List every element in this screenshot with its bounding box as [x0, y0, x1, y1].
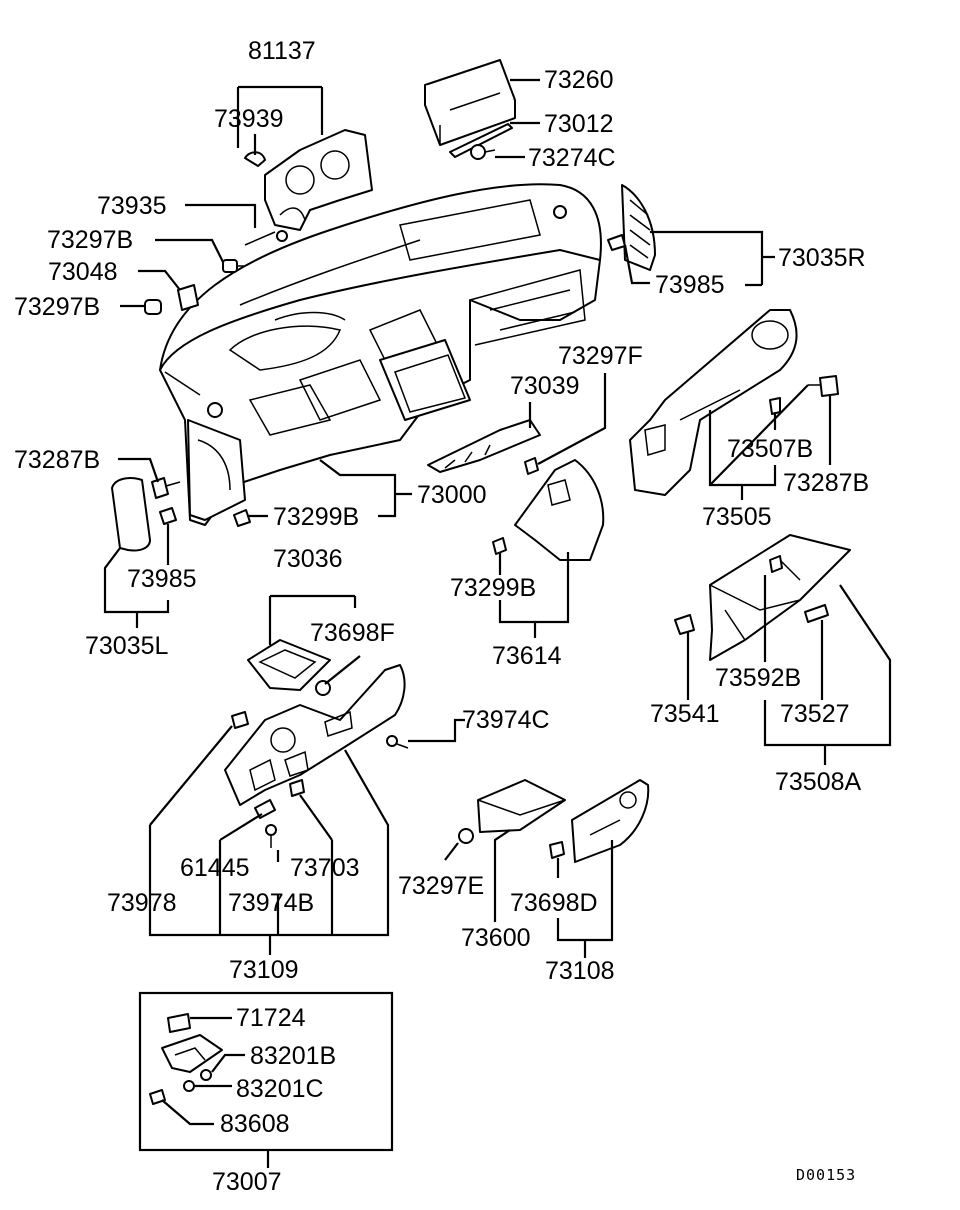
side-cover-left-drawing: [111, 477, 151, 552]
clip-73297E-drawing: [458, 828, 474, 844]
label-73974C: 73974C: [462, 706, 550, 734]
instrument-panel-drawing: [159, 183, 602, 526]
bolt-73274C-drawing: [470, 144, 496, 160]
label-83201C: 83201C: [236, 1075, 324, 1103]
label-73592B: 73592B: [715, 664, 801, 692]
label-73600: 73600: [461, 924, 531, 952]
leader-lines: [103, 78, 892, 1168]
bracket-73012-drawing: [449, 123, 513, 158]
label-73287B-right: 73287B: [783, 469, 869, 497]
screw-73935-drawing: [244, 230, 288, 246]
clip-73299B-drawing-b: [492, 537, 507, 555]
label-73274C: 73274C: [528, 144, 616, 172]
label-73035R: 73035R: [778, 244, 866, 272]
clip-73048-drawing: [177, 284, 199, 311]
label-73703: 73703: [290, 854, 360, 882]
clip-73978-drawing: [231, 711, 249, 729]
label-73039: 73039: [510, 372, 580, 400]
screw-73287B-drawing-b: [808, 375, 839, 397]
label-73935: 73935: [97, 192, 167, 220]
label-73000: 73000: [417, 481, 487, 509]
label-61445: 61445: [180, 854, 250, 882]
label-73299B-center: 73299B: [450, 574, 536, 602]
knee-airbag-drawing: [477, 779, 566, 833]
label-83608: 83608: [220, 1110, 290, 1138]
diagram-code: D00153: [796, 1166, 856, 1184]
screw-73287B-drawing-a: [151, 477, 181, 499]
label-73287B-left: 73287B: [14, 446, 100, 474]
screw-73592B-drawing: [769, 555, 783, 573]
label-73036: 73036: [273, 545, 343, 573]
label-73974B: 73974B: [228, 889, 314, 917]
label-73297B-left: 73297B: [14, 293, 100, 321]
label-73035L: 73035L: [85, 632, 169, 660]
clip-73299B-drawing-a: [233, 509, 251, 527]
label-73985-left: 73985: [127, 565, 197, 593]
label-73978: 73978: [107, 889, 177, 917]
lower-panel-left-drawing: [224, 664, 406, 806]
clip-61445-drawing: [254, 799, 276, 819]
clip-73939-drawing: [244, 151, 266, 167]
label-81137: 81137: [248, 37, 316, 65]
label-73109: 73109: [229, 956, 299, 984]
latch-73527-drawing: [804, 604, 829, 623]
stopper-73541-drawing: [674, 614, 695, 635]
inset-box-73007: [138, 991, 394, 1152]
clip-73297B-drawing-a: [222, 259, 244, 273]
lower-panel-right-drawing: [629, 309, 798, 496]
screw-73297F-drawing: [524, 457, 539, 475]
label-73297E: 73297E: [398, 872, 484, 900]
center-cover-drawing: [514, 459, 605, 561]
clip-73507B-drawing: [769, 397, 781, 415]
airbag-module-drawing: [424, 59, 516, 146]
label-73108: 73108: [545, 957, 615, 985]
label-73012: 73012: [544, 110, 614, 138]
screw-73974B-drawing: [265, 824, 277, 848]
bracket-73039-drawing: [427, 419, 541, 473]
label-73614: 73614: [492, 642, 562, 670]
clip-73985-drawing-b: [159, 507, 177, 525]
label-73299B-left: 73299B: [273, 503, 359, 531]
label-73698D: 73698D: [510, 889, 598, 917]
clip-73703-drawing: [289, 779, 305, 797]
clip-73985-drawing-a: [607, 234, 626, 251]
bracket-73036-drawing: [247, 639, 331, 691]
meter-hood-drawing: [264, 129, 373, 231]
label-71724: 71724: [236, 1004, 306, 1032]
label-73508A: 73508A: [775, 768, 862, 796]
label-73260: 73260: [544, 66, 614, 94]
label-73048: 73048: [48, 258, 118, 286]
label-73698F: 73698F: [310, 619, 395, 647]
glove-box-drawing: [709, 534, 851, 661]
clip-73698D-drawing: [549, 841, 565, 859]
label-73297B-upper: 73297B: [47, 226, 133, 254]
label-73505: 73505: [702, 503, 772, 531]
label-73297F: 73297F: [558, 342, 643, 370]
label-73985-right: 73985: [655, 271, 725, 299]
lower-cover-73108-drawing: [571, 779, 650, 863]
label-73007: 73007: [212, 1168, 282, 1196]
side-cover-right-drawing: [621, 184, 656, 271]
label-73527: 73527: [780, 700, 850, 728]
label-73939: 73939: [214, 105, 284, 133]
label-83201B: 83201B: [250, 1042, 336, 1070]
screw-73974C-drawing: [386, 735, 409, 749]
label-73541: 73541: [650, 700, 720, 728]
clip-73297B-drawing-b: [144, 299, 162, 315]
label-73507B: 73507B: [727, 435, 813, 463]
clip-73698F-drawing: [315, 680, 331, 696]
